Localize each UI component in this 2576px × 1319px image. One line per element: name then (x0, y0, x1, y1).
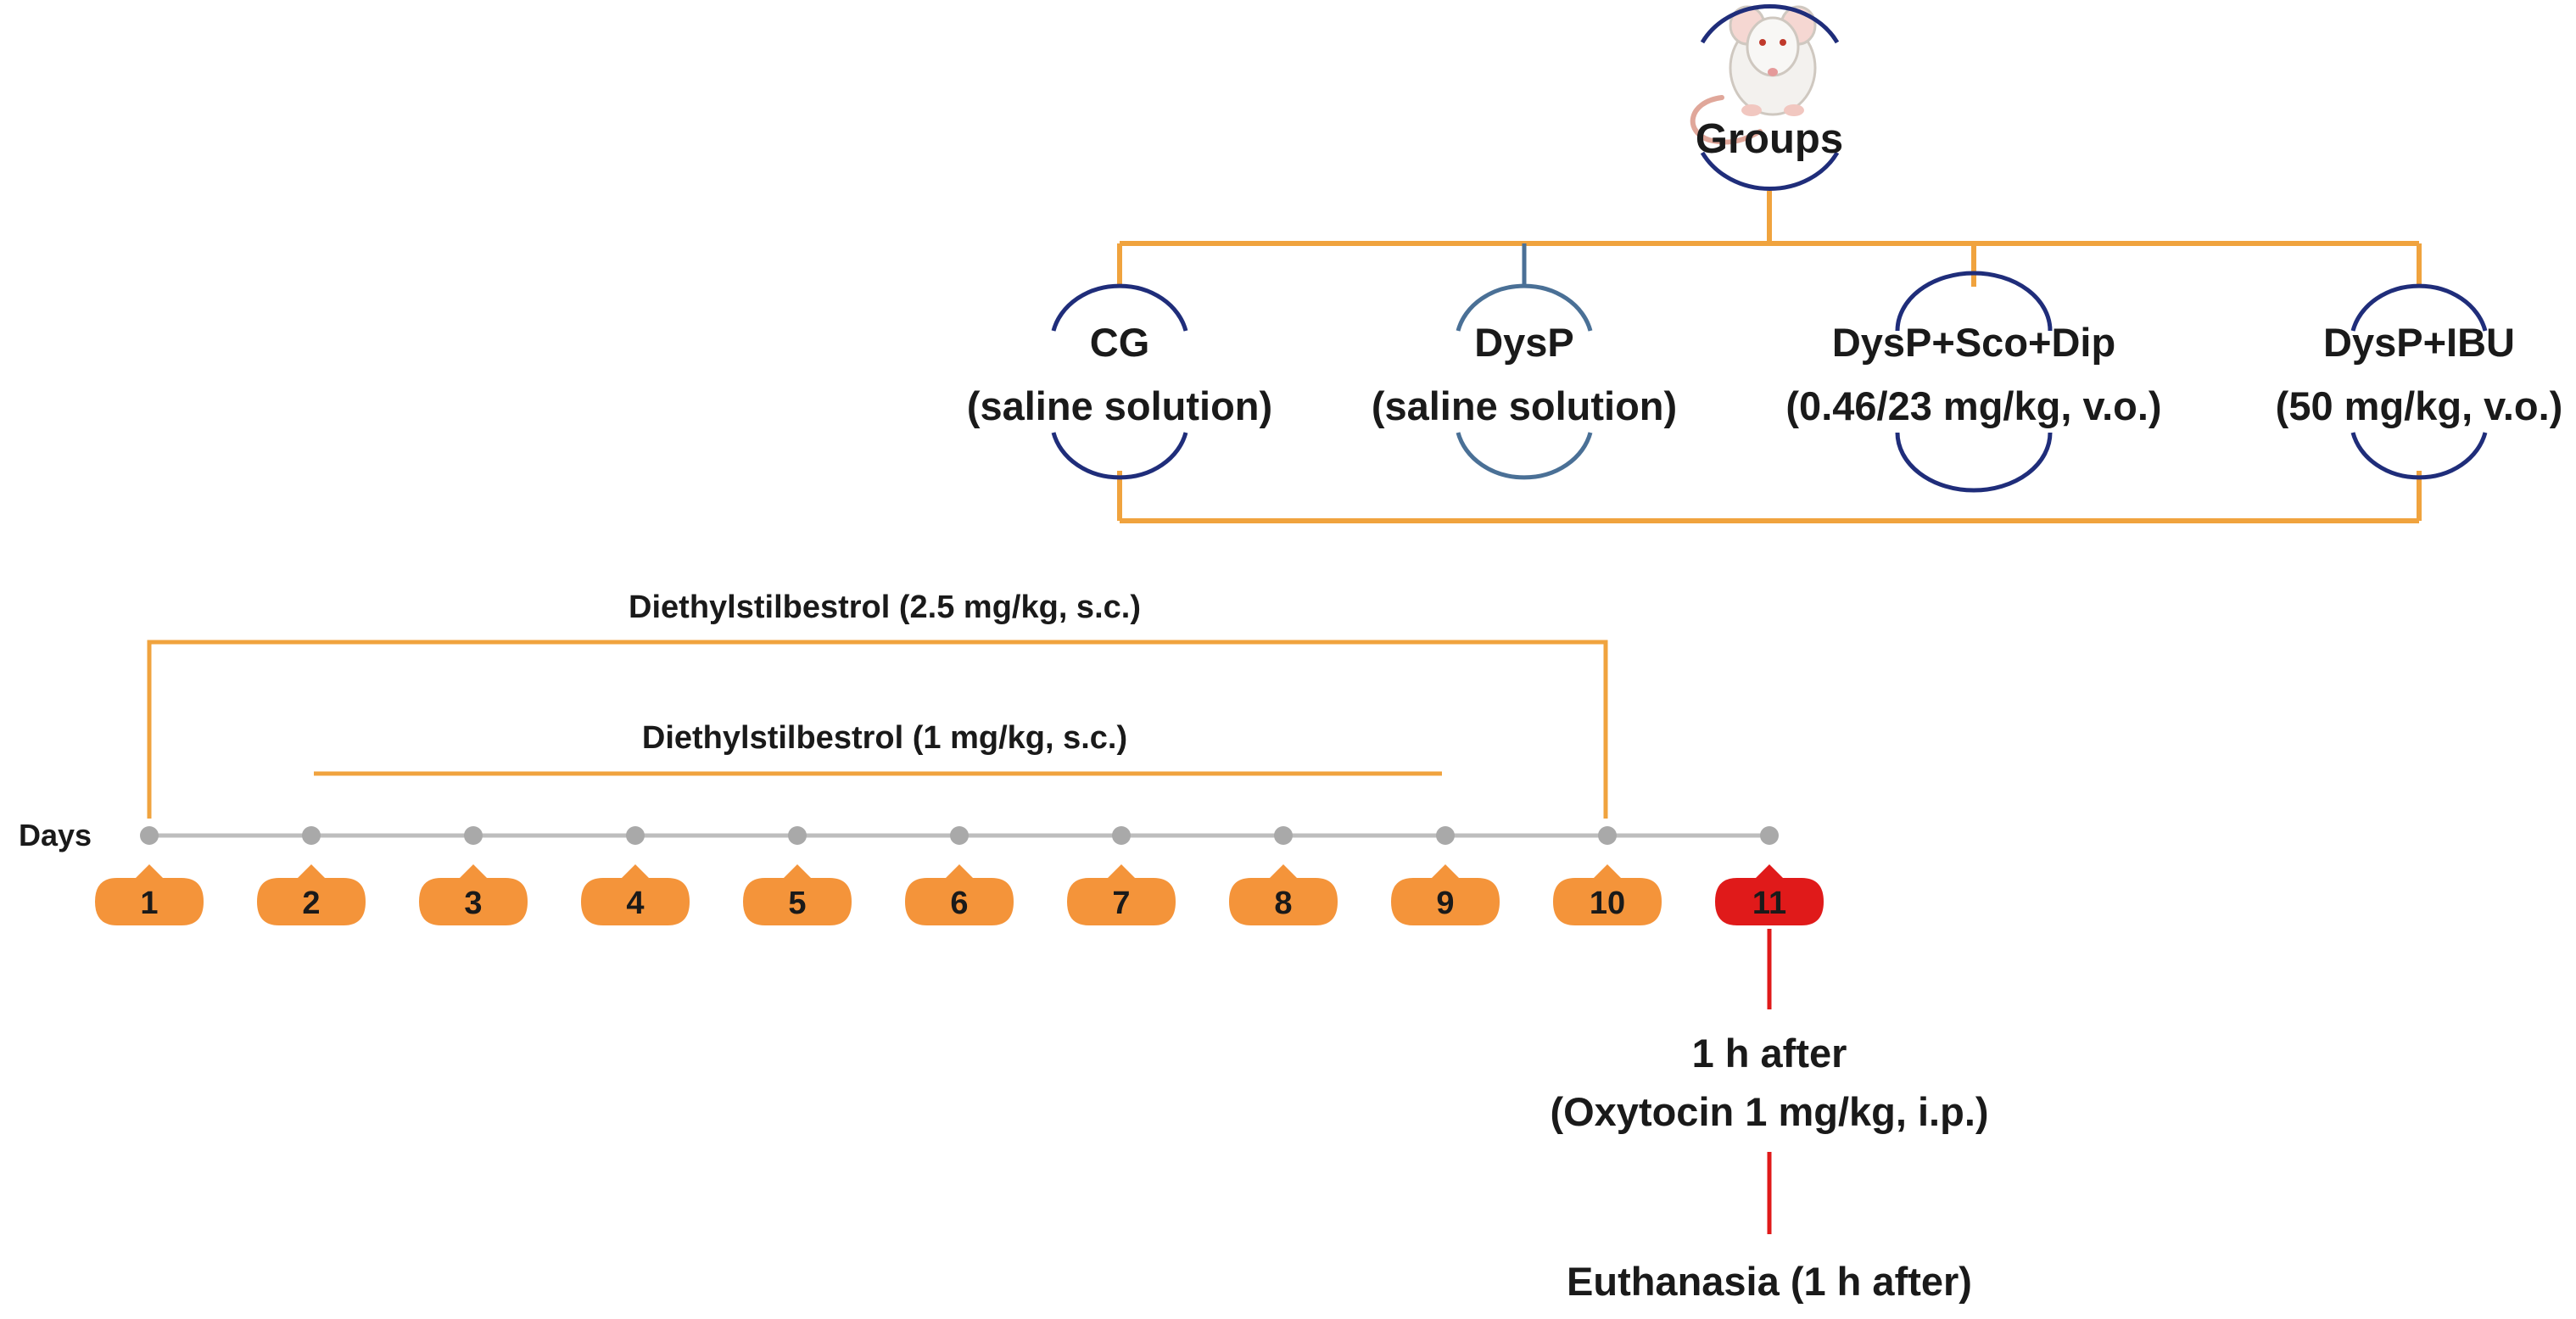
day-dot (788, 826, 807, 845)
day-number: 6 (950, 886, 968, 921)
day-badge (419, 864, 528, 925)
group-arc-top (1895, 271, 2053, 332)
groups-label: Groups (1696, 116, 1843, 162)
group-dysp-sco-dip: DysP+Sco+Dip (0.46/23 mg/kg, v.o.) (1785, 271, 2162, 493)
day-dot (950, 826, 969, 845)
day-badge (1715, 864, 1824, 925)
day-badge (95, 864, 204, 925)
group-dose: (saline solution) (1372, 383, 1677, 428)
bracket-line (147, 640, 1608, 819)
day-marker-3: 3 (419, 826, 528, 925)
group-dose: (50 mg/kg, v.o.) (2276, 383, 2563, 428)
group-title: DysP+IBU (2323, 320, 2515, 365)
day-marker-11: 11 (1715, 826, 1824, 925)
day-list: 1 2 3 4 5 6 7 8 9 10 11 (95, 826, 1824, 925)
day-marker-7: 7 (1067, 826, 1176, 925)
day-badge (1391, 864, 1500, 925)
day-marker-10: 10 (1553, 826, 1662, 925)
treatment-brackets: Diethylstilbestrol (2.5 mg/kg, s.c.) Die… (147, 590, 1608, 819)
group-dose: (saline solution) (967, 383, 1272, 428)
group-arc-bottom (1051, 432, 1188, 480)
group-title: DysP+Sco+Dip (1832, 320, 2115, 365)
day-marker-4: 4 (581, 826, 690, 925)
day-11-events: 1 h after (Oxytocin 1 mg/kg, i.p.) Eutha… (1550, 929, 1989, 1304)
group-arc-top (1051, 283, 1188, 332)
day-dot (464, 826, 483, 845)
day-badge (1229, 864, 1338, 925)
group-dysp: DysP (saline solution) (1372, 283, 1677, 480)
group-arc-bottom (1456, 432, 1593, 480)
group-list: CG (saline solution) DysP (saline soluti… (967, 271, 2563, 493)
group-cg: CG (saline solution) (967, 283, 1272, 480)
group-title: DysP (1474, 320, 1574, 365)
day-dot (1598, 826, 1617, 845)
day-number: 9 (1436, 886, 1454, 921)
day-marker-6: 6 (905, 826, 1014, 925)
group-dose: (0.46/23 mg/kg, v.o.) (1785, 383, 2161, 428)
day-marker-8: 8 (1229, 826, 1338, 925)
treatment-bracket-outer: Diethylstilbestrol (2.5 mg/kg, s.c.) (147, 590, 1608, 819)
day-number: 11 (1752, 886, 1786, 921)
oxytocin-event-line1: 1 h after (1692, 1031, 1847, 1076)
day-badge (581, 864, 690, 925)
groups-arc-top (1700, 4, 1840, 44)
day-number: 2 (302, 886, 320, 921)
day-badge (1067, 864, 1176, 925)
day-badge (905, 864, 1014, 925)
treatment-bracket-inner: Diethylstilbestrol (1 mg/kg, s.c.) (314, 720, 1442, 776)
oxytocin-event-line2: (Oxytocin 1 mg/kg, i.p.) (1550, 1089, 1988, 1134)
day-number: 3 (464, 886, 482, 921)
day-number: 8 (1274, 886, 1292, 921)
day-marker-2: 2 (257, 826, 366, 925)
timeline: Days 1 2 3 4 5 6 7 8 9 10 11 (19, 818, 1824, 925)
day-dot (1112, 826, 1131, 845)
day-dot (302, 826, 321, 845)
groups-tree: Groups CG (saline solution) Dys (967, 4, 2563, 523)
day-dot (1436, 826, 1455, 845)
group-arc-top (1456, 283, 1593, 332)
day-dot (626, 826, 645, 845)
group-arc-bottom (2350, 432, 2488, 480)
group-arc-bottom (1895, 432, 2053, 493)
day-number: 5 (788, 886, 806, 921)
day-number: 10 (1590, 886, 1625, 921)
day-dot (1760, 826, 1779, 845)
rat-icon (1690, 5, 1817, 145)
day-dot (1274, 826, 1293, 845)
day-number: 1 (140, 886, 158, 921)
day-marker-1: 1 (95, 826, 204, 925)
day-marker-5: 5 (743, 826, 852, 925)
group-dysp-ibu: DysP+IBU (50 mg/kg, v.o.) (2276, 283, 2563, 480)
day-badge (743, 864, 852, 925)
day-number: 4 (626, 886, 644, 921)
treatment-label: Diethylstilbestrol (1 mg/kg, s.c.) (642, 720, 1127, 756)
euthanasia-event: Euthanasia (1 h after) (1567, 1259, 1972, 1304)
groups-arc-bottom (1700, 151, 1840, 191)
day-dot (140, 826, 159, 845)
day-badge (1553, 864, 1662, 925)
group-arc-top (2350, 283, 2488, 332)
treatment-label: Diethylstilbestrol (2.5 mg/kg, s.c.) (629, 590, 1141, 625)
timeline-axis-label: Days (19, 818, 92, 852)
day-marker-9: 9 (1391, 826, 1500, 925)
day-number: 7 (1112, 886, 1130, 921)
day-badge (257, 864, 366, 925)
groups-connector (1117, 191, 2422, 523)
group-title: CG (1090, 320, 1150, 365)
